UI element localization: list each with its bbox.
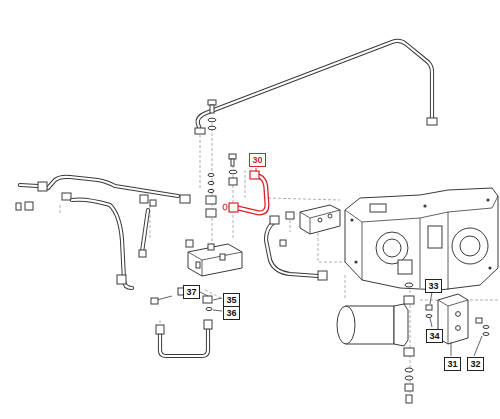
callout-number: 31 [444,357,461,371]
callout-number: 33 [425,279,442,293]
alignment-lines [60,118,500,400]
callout-number: 36 [223,306,240,320]
left-pipes [16,177,178,288]
callout-number: 35 [223,293,240,307]
bottom-pipe [151,288,212,356]
filter [337,283,414,403]
valve-block [186,240,242,276]
bolts [180,100,237,217]
callout-number: 37 [183,285,200,299]
bracket [426,294,489,344]
callout-number: 30 [249,153,266,167]
highlighted-pipe [223,171,267,213]
transmission-housing [345,188,498,290]
callout-number: 32 [467,357,484,371]
top-pipe [195,41,437,134]
leader-lines [200,168,482,356]
middle-pipe [266,205,340,280]
callout-number: 34 [426,329,443,343]
